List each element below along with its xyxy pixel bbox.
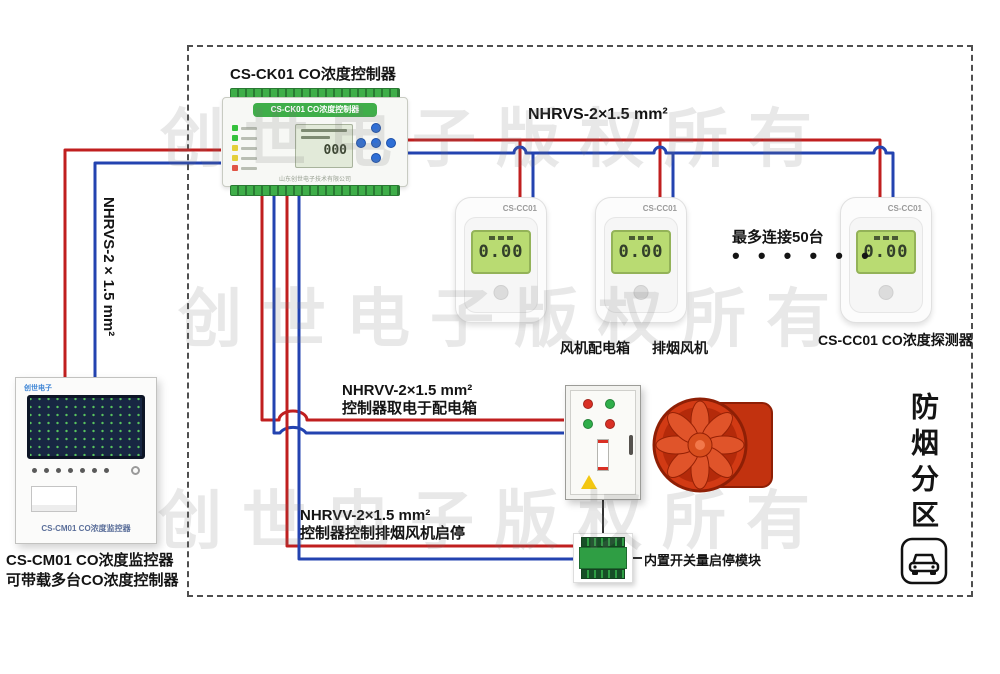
meter-strip xyxy=(597,439,609,471)
led-fault xyxy=(232,165,238,171)
controller-title-label: CS-CK01 CO浓度控制器 xyxy=(230,66,396,83)
controller-nav-buttons xyxy=(354,123,398,169)
power-wire-spec: NHRVV-2×1.5 mm² xyxy=(342,382,473,399)
continuation-dots: • • • • • • xyxy=(732,243,875,268)
controller-brand-text: 山东创世电子技术有限公司 xyxy=(278,177,351,183)
detector-front-panel: 0.00 xyxy=(849,217,923,313)
brand-logo-icon xyxy=(878,285,894,300)
right-button xyxy=(386,138,396,148)
led-comm xyxy=(232,145,238,151)
monitor-model-text: CS-CM01 CO浓度监控器 xyxy=(41,524,131,533)
detector-lcd-status-icons xyxy=(473,236,529,240)
monitor-key-row xyxy=(32,468,109,473)
detector-caption: CS-CC01 CO浓度探测器 xyxy=(818,332,973,348)
left-button xyxy=(356,138,366,148)
monitor-caption: CS-CM01 CO浓度监控器 可带载多台CO浓度控制器 xyxy=(6,551,179,591)
detector-lcd-screen: 0.00 xyxy=(611,230,671,274)
wire-power-red xyxy=(260,190,564,422)
car-icon xyxy=(900,537,948,585)
co-detector-3: CS-CC01 0.00 xyxy=(840,197,932,323)
indicator-lamp-green xyxy=(583,419,593,429)
power-wire-label: NHRVV-2×1.5 mm² 控制器取电于配电箱 xyxy=(342,382,477,418)
monitor-bus-wire-label: NHRVS-2×1.5 mm² xyxy=(100,197,117,337)
detector-front-panel: 0.00 xyxy=(604,217,678,313)
keyhole-icon xyxy=(131,466,140,475)
detector-reading: 0.00 xyxy=(863,242,909,262)
up-button xyxy=(371,123,381,133)
indicator-lamp-red xyxy=(583,399,593,409)
terminal-block-bottom xyxy=(230,185,400,196)
control-wire-label: NHRVV-2×1.5 mm² 控制器控制排烟风机启停 xyxy=(300,507,465,543)
fan-illustration xyxy=(652,397,773,493)
detector-lcd-status-icons xyxy=(613,236,669,240)
controller-lcd-screen: 000 xyxy=(295,124,353,168)
ok-button xyxy=(371,138,381,148)
max-connect-label: 最多连接50台 xyxy=(732,229,824,246)
monitor-caption-model: CS-CM01 CO浓度监控器 xyxy=(6,552,174,569)
smoke-zone-dashed-border xyxy=(187,45,973,597)
indicator-lamp-green xyxy=(605,399,615,409)
control-wire-spec: NHRVV-2×1.5 mm² xyxy=(300,507,431,524)
smoke-exhaust-fan xyxy=(648,394,778,496)
control-wire-desc: 控制器控制排烟风机启停 xyxy=(300,525,466,542)
detector-model-label: CS-CC01 xyxy=(642,204,677,213)
fan-caption: 排烟风机 xyxy=(652,340,708,356)
module-terminal-top xyxy=(581,537,625,547)
fan-power-box xyxy=(565,385,641,500)
smoke-zone-label: 防烟分区 xyxy=(908,392,939,536)
detector-reading: 0.00 xyxy=(618,242,664,262)
wire-detector-bus-blue xyxy=(408,145,895,198)
detector-bus-wire-label: NHRVS-2×1.5 mm² xyxy=(528,106,668,123)
module-pcb xyxy=(579,547,627,569)
wire-monitor-to-controller-red xyxy=(63,148,221,382)
monitor-slot xyxy=(31,486,77,512)
wire-fan-control-red xyxy=(285,190,574,548)
cabinet-door xyxy=(570,390,636,495)
brand-logo-icon xyxy=(493,285,509,300)
detector-lcd-status-icons xyxy=(858,236,914,240)
wire-monitor-to-controller-blue xyxy=(93,161,221,382)
co-controller-device: CS-CK01 CO浓度控制器 000 山东创世电子技术有限公司 xyxy=(222,88,408,196)
controller-lcd-reading: 000 xyxy=(323,143,347,158)
controller-model-strip: CS-CK01 CO浓度控制器 xyxy=(253,103,377,117)
led-power xyxy=(232,125,238,131)
detector-reading: 0.00 xyxy=(478,242,524,262)
co-monitor-device: 创世电子 CS-CM01 CO浓度监控器 xyxy=(15,377,157,544)
monitor-brand-logo: 创世电子 xyxy=(24,385,52,392)
down-button xyxy=(371,153,381,163)
wire-power-blue xyxy=(272,190,564,435)
monitor-led-screen xyxy=(27,395,145,459)
detector-model-label: CS-CC01 xyxy=(887,204,922,213)
switch-module xyxy=(573,533,633,583)
controller-status-leds xyxy=(232,125,257,171)
indicator-lamp-red xyxy=(605,419,615,429)
brand-logo-icon xyxy=(633,285,649,300)
led-run xyxy=(232,135,238,141)
power-wire-desc: 控制器取电于配电箱 xyxy=(342,400,478,417)
fan-box-caption: 风机配电箱 xyxy=(560,340,630,356)
detector-lcd-screen: 0.00 xyxy=(471,230,531,274)
monitor-caption-desc: 可带载多台CO浓度控制器 xyxy=(6,572,179,589)
door-handle xyxy=(629,435,633,455)
module-caption: 内置开关量启停模块 xyxy=(644,553,762,568)
wire-fan-control-blue xyxy=(297,190,574,561)
module-terminal-bottom xyxy=(581,569,625,579)
detector-lcd-screen: 0.00 xyxy=(856,230,916,274)
wire-detector-bus-red xyxy=(408,138,882,198)
detector-model-label: CS-CC01 xyxy=(502,204,537,213)
warning-triangle-icon xyxy=(581,475,597,489)
co-detector-2: CS-CC01 0.00 xyxy=(595,197,687,323)
led-alarm xyxy=(232,155,238,161)
controller-body: CS-CK01 CO浓度控制器 000 山东创世电子技术有限公司 xyxy=(222,97,408,187)
co-detector-1: CS-CC01 0.00 xyxy=(455,197,547,323)
detector-front-panel: 0.00 xyxy=(464,217,538,313)
